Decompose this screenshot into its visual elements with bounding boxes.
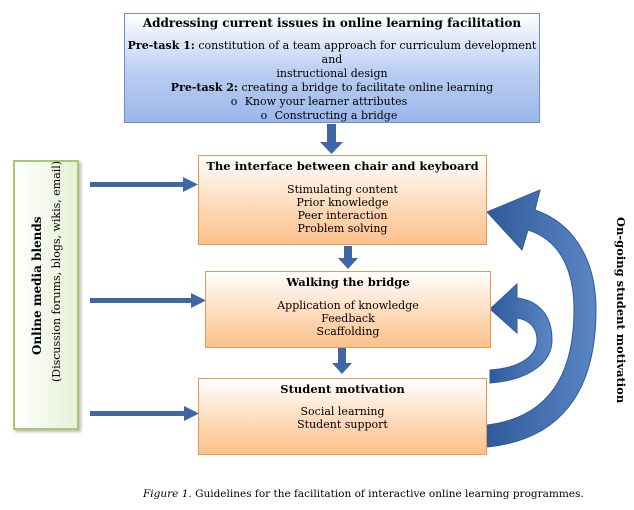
bullet-item: o Know your learner attributes [99, 95, 539, 109]
figure-caption: Figure 1. Guidelines for the facilitatio… [143, 488, 584, 500]
interface-item: Peer interaction [297, 209, 388, 222]
interface-item: Prior knowledge [296, 196, 389, 209]
figure-caption-text: . Guidelines for the facilitation of int… [188, 488, 584, 500]
down-arrow-top [320, 124, 343, 154]
right-arrow-2 [90, 293, 206, 308]
pretask2-line: Pre-task 2: creating a bridge to facilit… [125, 81, 539, 95]
bridge-item: Scaffolding [316, 325, 380, 338]
online-media-title: Online media blends [30, 216, 44, 355]
bridge-box: Walking the bridge Application of knowle… [205, 271, 491, 348]
motivation-item: Student support [297, 418, 388, 431]
bullet-marker: o [260, 109, 268, 122]
interface-box-title: The interface between chair and keyboard [206, 159, 479, 173]
online-media-subtitle: (Discussion forums, blogs, wikis, email) [50, 160, 63, 382]
pretask2-text: creating a bridge to facilitate online l… [238, 81, 494, 94]
bullet-text: Know your learner attributes [244, 95, 408, 108]
interface-box: The interface between chair and keyboard… [198, 155, 487, 245]
bullet-text: Constructing a bridge [274, 109, 398, 122]
bridge-item: Feedback [321, 312, 375, 325]
motivation-box: Student motivation Social learning Stude… [198, 378, 487, 455]
bullet-item: o Constructing a bridge [119, 109, 539, 123]
bridge-item: Application of knowledge [277, 299, 419, 312]
pretask1-line2: instructional design [276, 67, 388, 80]
right-arrow-3 [90, 406, 199, 421]
pretask1-text: constitution of a team approach for curr… [194, 39, 537, 66]
curved-arrow-small [489, 282, 553, 384]
pretask1-line: Pre-task 1: constitution of a team appro… [125, 39, 539, 67]
pretask2-label: Pre-task 2: [170, 81, 238, 94]
online-media-box: Online media blends (Discussion forums, … [13, 160, 79, 430]
ongoing-motivation-label: On-going student motivation [614, 217, 628, 404]
motivation-box-title: Student motivation [280, 382, 405, 396]
interface-item: Problem solving [297, 222, 388, 235]
down-arrow-middle [338, 246, 358, 269]
right-arrow-1 [90, 177, 198, 192]
top-box-issues: Addressing current issues in online lear… [124, 13, 540, 123]
bridge-box-title: Walking the bridge [286, 275, 410, 289]
down-arrow-bottom [332, 348, 352, 374]
motivation-item: Social learning [300, 405, 385, 418]
figure-caption-prefix: Figure 1 [143, 488, 189, 500]
bullet-marker: o [230, 95, 238, 108]
pretask1-label: Pre-task 1: [127, 39, 195, 52]
top-box-title: Addressing current issues in online lear… [142, 16, 522, 30]
interface-item: Stimulating content [287, 183, 398, 196]
curved-arrow-large [486, 189, 597, 448]
